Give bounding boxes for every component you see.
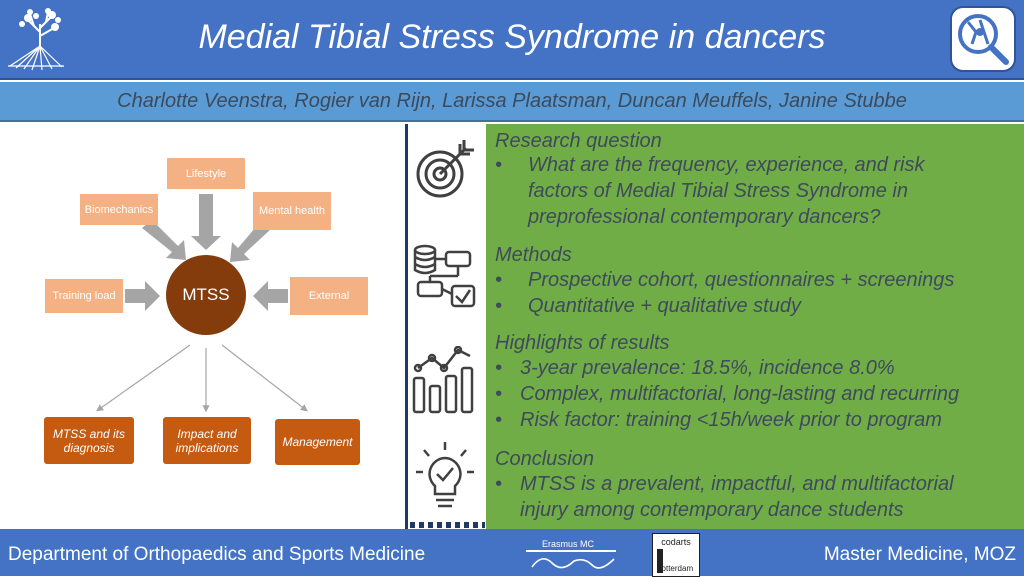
program-label: Master Medicine, MOZ: [823, 544, 1016, 565]
poster-title: Medial Tibial Stress Syndrome in dancers: [198, 18, 826, 56]
arrow-training-load: [125, 281, 160, 311]
target-icon: [416, 140, 474, 198]
summary-panel: Research question • What are the frequen…: [486, 124, 1024, 529]
bar-chart-icon: [412, 346, 474, 414]
arrow-to-management: [221, 344, 308, 412]
outcome-diagnosis: MTSS and its diagnosis: [44, 417, 134, 464]
erasmus-mc-logo: Erasmus MC: [526, 539, 616, 569]
factor-lifestyle: Lifestyle: [167, 158, 245, 189]
codarts-logo: codarts rotterdam: [652, 533, 700, 577]
factor-training-load: Training load: [45, 279, 123, 313]
research-question-heading: Research question: [495, 130, 662, 152]
footer-bar: Department of Orthopaedics and Sports Me…: [0, 529, 1024, 576]
arrow-to-diagnosis: [96, 344, 191, 412]
magnifier-knee-icon: [950, 6, 1016, 72]
authors-line: Charlotte Veenstra, Rogier van Rijn, Lar…: [117, 90, 907, 112]
authors-bar: Charlotte Veenstra, Rogier van Rijn, Lar…: [0, 82, 1024, 122]
tree-logo-icon: [8, 8, 64, 71]
lightbulb-icon: [416, 442, 474, 508]
factor-mental-health: Mental health: [253, 192, 331, 230]
panel-divider: [405, 124, 408, 529]
outcome-management: Management: [275, 419, 360, 465]
department-label: Department of Orthopaedics and Sports Me…: [8, 544, 426, 565]
svg-text:Erasmus MC: Erasmus MC: [542, 539, 595, 549]
arrow-mental-health: [230, 220, 272, 262]
conclusion-heading: Conclusion: [495, 448, 594, 470]
mtss-center-node: MTSS: [166, 255, 246, 335]
results-heading: Highlights of results: [495, 332, 670, 354]
arrow-biomechanics: [142, 220, 186, 260]
outcome-impact: Impact and implications: [163, 417, 251, 464]
header-bar: Medial Tibial Stress Syndrome in dancers: [0, 0, 1024, 80]
dashed-accent: [410, 522, 485, 528]
flowchart-icon: [413, 244, 476, 308]
factor-external: External: [290, 277, 368, 315]
factor-biomechanics: Biomechanics: [80, 194, 158, 225]
methods-heading: Methods: [495, 244, 572, 266]
arrow-lifestyle: [191, 194, 221, 250]
diagram-arrows: [96, 194, 308, 413]
icon-column: [408, 124, 486, 529]
arrow-external: [253, 281, 288, 311]
